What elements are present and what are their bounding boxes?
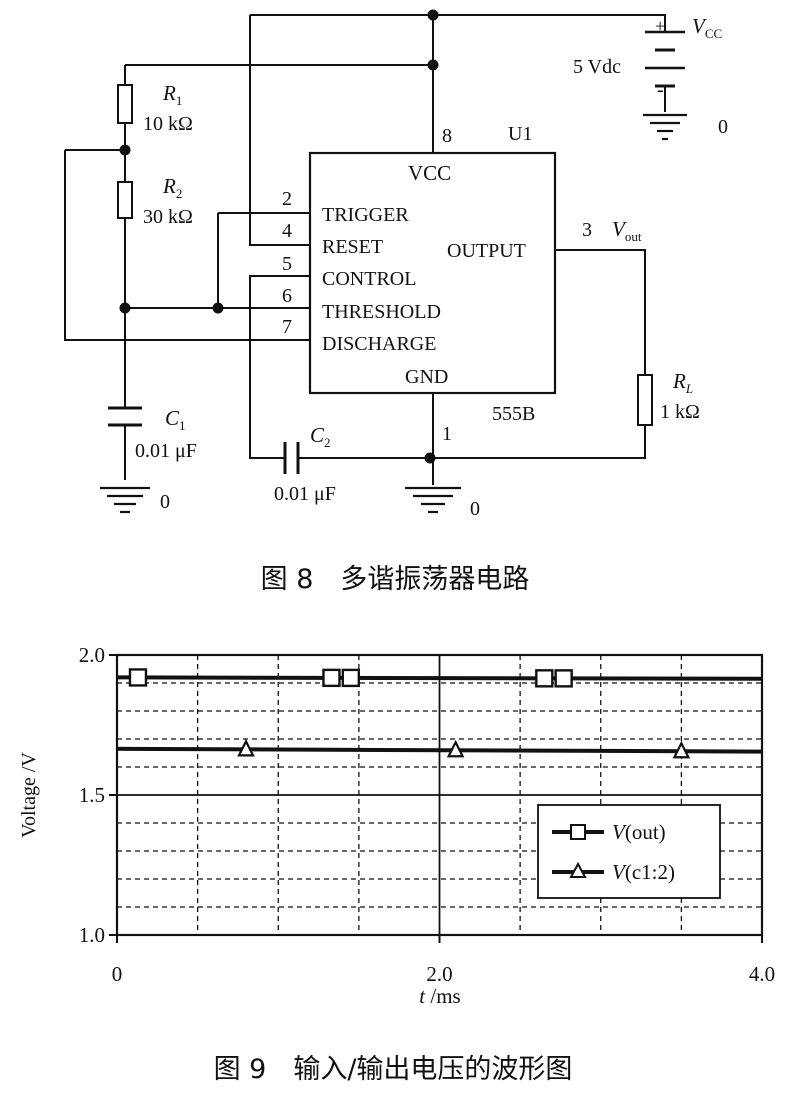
y-tick-label: 2.0 (79, 643, 105, 667)
waveform-chart: 1.0 1.5 2.0 0 2.0 4.0 Voltage /V t /ms V(out… (18, 643, 775, 1085)
pin-2-number: 2 (282, 188, 292, 210)
y-tick-label: 1.5 (79, 783, 105, 807)
ground-symbol-c1 (100, 486, 150, 514)
c2-name: C2 (310, 423, 331, 450)
r1-value: 10 kΩ (143, 113, 193, 135)
legend-item-vout: V(out) (552, 820, 666, 844)
vcc-source-label: VCC (692, 14, 722, 41)
pin-7-number: 7 (282, 316, 292, 338)
chip-pin-5-label: CONTROL (322, 268, 416, 290)
battery-minus-sign: - (657, 79, 664, 101)
vcc-ground-label: 0 (718, 116, 728, 138)
r1-name: R1 (162, 81, 182, 108)
square-marker (341, 668, 361, 688)
rl-value: 1 kΩ (660, 401, 700, 423)
r2-value: 30 kΩ (143, 206, 193, 228)
pin-1-number: 1 (442, 423, 452, 445)
chip-pin-4-label: RESET (322, 236, 383, 258)
triangle-marker (446, 739, 465, 758)
vcc-source-value: 5 Vdc (573, 56, 621, 78)
chip-pin-2-label: TRIGGER (322, 204, 409, 226)
y-axis-ticks: 1.0 1.5 2.0 (79, 643, 117, 947)
pin-3-number: 3 (582, 219, 592, 241)
resistor-rl (637, 374, 653, 426)
figure9-caption: 图 9 输入/输出电压的波形图 (214, 1054, 573, 1085)
resistor-r1 (117, 84, 133, 124)
rl-name: RL (672, 369, 693, 396)
pin-5-number: 5 (282, 253, 292, 275)
chart-grid (117, 655, 762, 935)
capacitor-c1 (108, 406, 142, 427)
battery-plus-sign: + (655, 16, 665, 36)
legend-label-vc1: V(c1:2) (612, 860, 675, 884)
chart-series (116, 668, 763, 759)
x-tick-label: 4.0 (749, 962, 775, 986)
c2-ground-label: 0 (470, 498, 480, 520)
figure8-caption: 图 8 多谐振荡器电路 (261, 564, 530, 595)
c1-name: C1 (165, 406, 186, 433)
chip-pin-7-label: DISCHARGE (322, 333, 436, 355)
square-marker (554, 669, 573, 688)
chip-pin-6-label: THRESHOLD (322, 301, 441, 323)
chip-gnd-label: GND (405, 366, 448, 388)
c1-value: 0.01 μF (135, 440, 197, 462)
x-tick-label: 2.0 (426, 962, 452, 986)
x-axis-label: t /ms (419, 984, 460, 1008)
square-marker (128, 668, 148, 687)
pin-8-number: 8 (442, 125, 452, 147)
pin-6-number: 6 (282, 285, 292, 307)
ic-555: VCC TRIGGER RESET CONTROL THRESHOLD DISC… (308, 151, 557, 395)
chip-ref-label: U1 (508, 123, 532, 145)
square-marker (535, 669, 554, 688)
legend-triangle-marker (569, 861, 587, 878)
r2-name: R2 (162, 174, 182, 201)
chart-legend: V(out) V(c1:2) (537, 804, 721, 899)
chip-vcc-label: VCC (408, 161, 451, 185)
triangle-marker (237, 738, 255, 757)
x-axis-ticks: 0 2.0 4.0 (112, 935, 775, 986)
c2-value: 0.01 μF (274, 483, 336, 505)
capacitor-c2 (283, 442, 300, 474)
x-tick-label: 0 (112, 962, 123, 986)
c1-ground-label: 0 (160, 491, 170, 513)
ground-symbol-c2 (405, 486, 461, 514)
series-line-1 (116, 746, 763, 754)
ground-symbol-vcc (643, 113, 687, 141)
legend-box (537, 804, 721, 899)
legend-item-vc1: V(c1:2) (552, 860, 675, 884)
resistor-r2 (117, 181, 133, 219)
y-tick-label: 1.0 (79, 923, 105, 947)
chip-output-label: OUTPUT (447, 240, 526, 262)
legend-square-marker (570, 824, 586, 840)
vcc-battery (645, 30, 685, 100)
chip-model-label: 555B (492, 403, 535, 425)
pin-4-number: 4 (282, 220, 292, 242)
legend-label-vout: V(out) (612, 820, 666, 844)
y-axis-label: Voltage /V (18, 752, 40, 838)
junction-dots (119, 9, 439, 464)
triangle-marker (672, 740, 691, 759)
series-line-0 (116, 675, 763, 681)
vout-label: Vout (612, 217, 642, 244)
square-marker (322, 668, 341, 688)
multivibrator-circuit-diagram: VCC TRIGGER RESET CONTROL THRESHOLD DISC… (64, 9, 728, 595)
